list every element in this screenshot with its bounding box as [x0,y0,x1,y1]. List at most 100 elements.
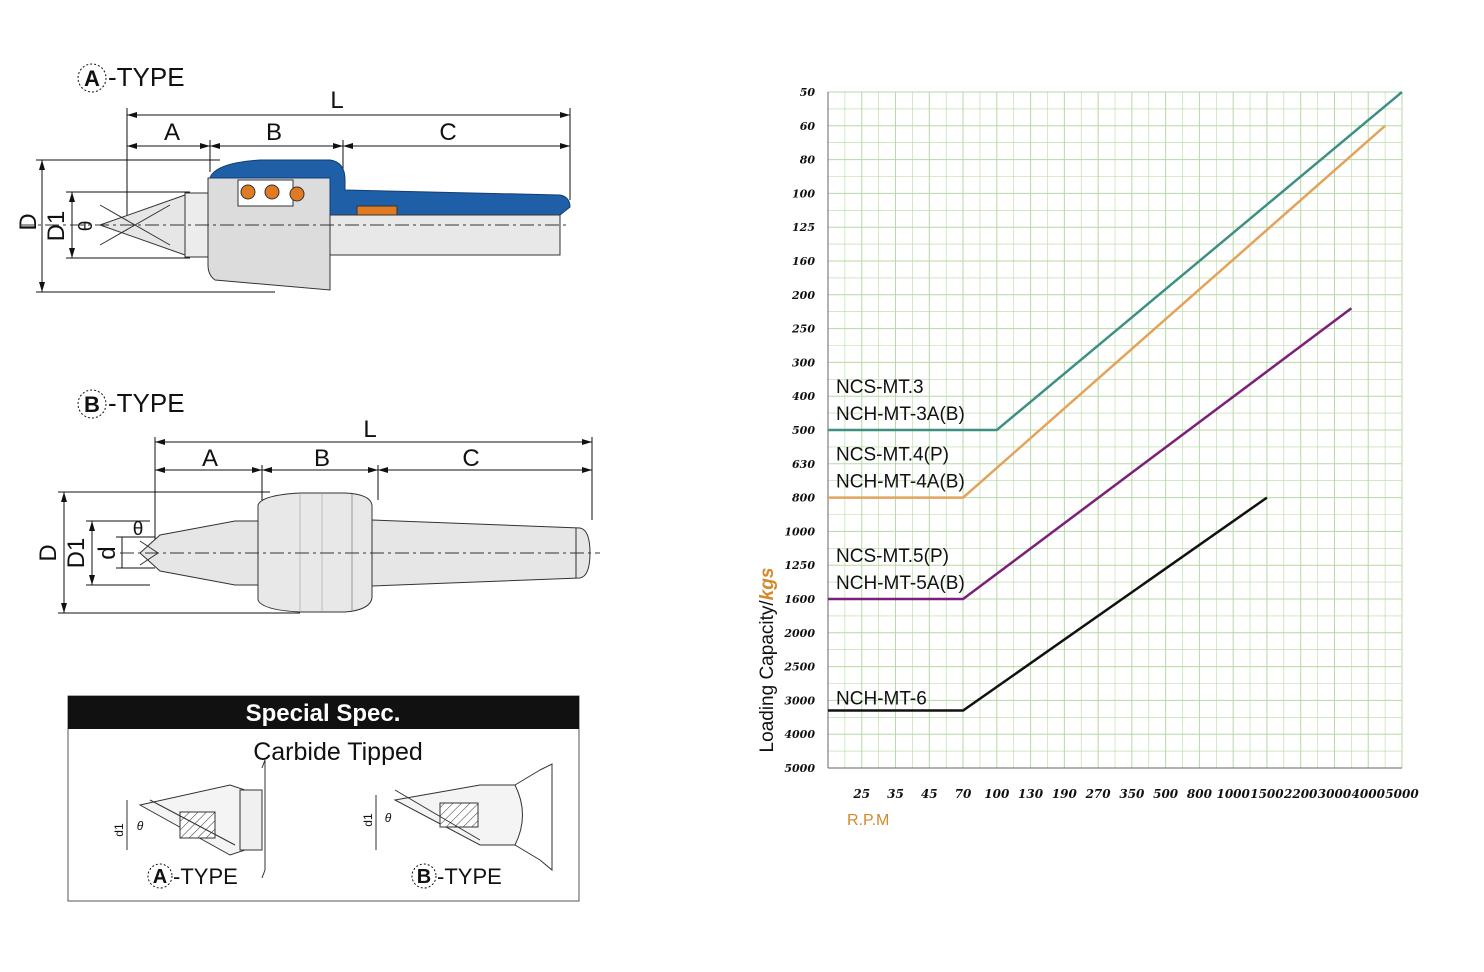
x-tick-label: 1000 [1216,787,1250,801]
b-dim-L: L [363,416,376,443]
series-label-secondary: NCH-MT-5A(B) [836,573,965,594]
b-type-drawing: B -TYPE [35,388,600,614]
x-tick-label: 4000 [1352,787,1386,801]
y-tick-label: 630 [792,458,815,471]
y-tick-label: 160 [792,255,815,268]
y-tick-label: 60 [800,120,816,133]
y-tick-label: 1600 [784,593,815,606]
y-tick-label: 2000 [783,627,815,640]
x-tick-label: 2200 [1283,787,1318,801]
series-line [828,124,1386,499]
series-label-secondary: NCH-MT-3A(B) [836,404,965,425]
loading-capacity-chart: 5060801001251602002503004005006308001000… [757,86,1419,829]
b-dim-d: d [94,546,121,559]
carbide-b-theta: θ [385,811,392,825]
y-tick-label: 400 [792,390,815,403]
b-dim-theta: θ [133,519,144,540]
series-label-primary: NCS-MT.3 [836,377,924,398]
a-type-title: A -TYPE [77,62,185,93]
series-label-primary: NCH-MT-6 [836,689,927,710]
series-label-primary: NCS-MT.4(P) [836,445,949,466]
y-tick-label: 800 [792,492,815,505]
a-dim-C: C [439,119,456,146]
x-tick-label: 270 [1085,787,1112,801]
series-label-secondary: NCH-MT-4A(B) [836,472,965,493]
a-type-suffix: -TYPE [108,62,185,92]
x-tick-label: 500 [1153,787,1179,801]
x-tick-label: 3000 [1318,787,1352,801]
x-tick-label: 45 [921,787,938,801]
carbide-a-theta: θ [137,819,144,833]
y-tick-label: 1250 [784,559,815,572]
a-dim-L: L [330,87,343,114]
y-tick-label: 2500 [783,661,815,674]
y-tick-label: 50 [800,86,816,99]
x-tick-label: 100 [984,787,1010,801]
x-tick-label: 130 [1018,787,1044,801]
y-tick-label: 5000 [784,762,815,775]
y-tick-label: 125 [792,221,815,234]
series-line [828,307,1353,601]
special-spec-header: Special Spec. [246,700,401,727]
carbide-b-letter: B [417,866,431,888]
a-dimension-arrows [39,112,570,292]
b-dim-D1: D1 [63,538,90,569]
b-dimension-arrows [61,439,592,613]
b-type-suffix: -TYPE [108,388,185,418]
a-type-letter: A [84,66,100,91]
carbide-b-type-sketch: d1 θ [361,763,553,872]
a-dim-D: D [15,213,42,230]
series-label-primary: NCS-MT.5(P) [836,546,949,567]
x-tick-label: 70 [955,787,972,801]
x-tick-label: 800 [1187,787,1213,801]
carbide-b-d1: d1 [361,813,375,827]
x-tick-label: 5000 [1385,787,1419,801]
a-live-center-body [20,159,571,291]
x-tick-label: 25 [852,787,870,801]
y-tick-label: 200 [791,289,815,302]
a-dim-A: A [164,119,180,146]
y-axis-label-unit: kgs [757,568,778,601]
y-tick-label: 80 [800,154,816,167]
special-spec-box: Special Spec. Carbide Tipped d1 θ d1 θ A [67,695,580,902]
a-type-drawing: A -TYPE [15,62,571,293]
carbide-tipped-label: Carbide Tipped [253,738,423,766]
y-tick-label: 4000 [784,728,815,741]
y-tick-label: 300 [792,356,815,369]
carbide-a-type-title: A -TYPE [147,863,238,889]
carbide-a-type-sketch: d1 θ [112,759,266,879]
a-dim-theta: θ [76,221,97,232]
y-axis-ticks: 5060801001251602002503004005006308001000… [783,86,815,775]
series-line [828,496,1268,712]
x-axis-label: R.P.M [847,812,889,829]
b-dim-A: A [202,445,218,472]
chart-series [828,91,1403,712]
y-tick-label: 250 [791,323,815,336]
y-axis-label: Loading Capacity/kgs [757,568,778,753]
a-dim-D1: D1 [43,211,70,242]
b-live-center-body [120,492,600,613]
x-tick-label: 190 [1052,787,1078,801]
y-axis-label-prefix: Loading Capacity/ [757,600,778,753]
y-tick-label: 100 [792,187,815,200]
b-dim-B: B [314,445,330,472]
b-type-title: B -TYPE [77,388,185,419]
x-tick-label: 1500 [1250,787,1284,801]
a-dim-B: B [266,119,282,146]
x-tick-label: 35 [887,787,904,801]
series-line [828,91,1403,432]
carbide-a-suffix: -TYPE [173,864,238,889]
x-tick-label: 350 [1119,787,1145,801]
b-dim-C: C [462,445,479,472]
b-type-letter: B [84,392,100,417]
y-tick-label: 3000 [784,694,815,707]
y-tick-label: 1000 [784,525,815,538]
carbide-b-type-title: B -TYPE [411,863,502,889]
carbide-a-d1: d1 [112,823,126,837]
carbide-a-letter: A [153,866,167,888]
carbide-b-suffix: -TYPE [437,864,502,889]
b-dim-D: D [35,544,62,561]
